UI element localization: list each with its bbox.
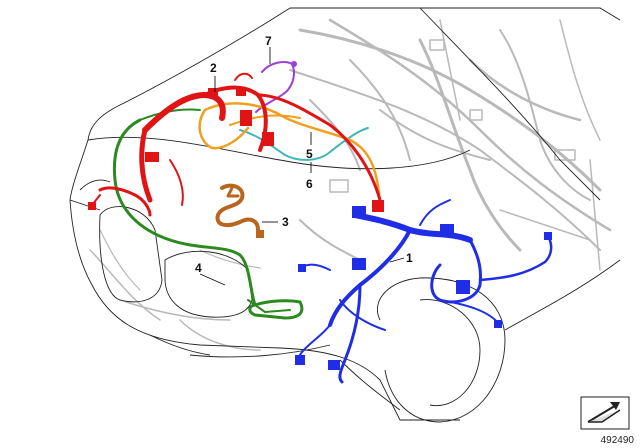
callout-label-4: 4 [195,261,202,275]
callout-label-7: 7 [265,34,272,48]
callout-label-3: 3 [282,215,289,229]
harness-2-red [88,72,384,217]
ghost-wiring [89,18,612,351]
harness-6-orange [198,102,382,207]
callout-label-1: 1 [406,251,413,265]
harness-3-brown [215,183,264,238]
vehicle-body-outline [69,7,621,423]
callout-label-5: 5 [306,147,313,161]
callout-leaders [199,47,405,286]
callout-label-2: 2 [210,61,217,75]
harness-1-blue [295,199,553,384]
direction-arrow-icon [580,396,630,430]
callout-labels: 1 2 3 4 5 6 7 [195,34,413,275]
harness-7-purple [255,61,297,113]
document-number: 492490 [600,435,634,446]
callout-label-6: 6 [306,177,313,191]
